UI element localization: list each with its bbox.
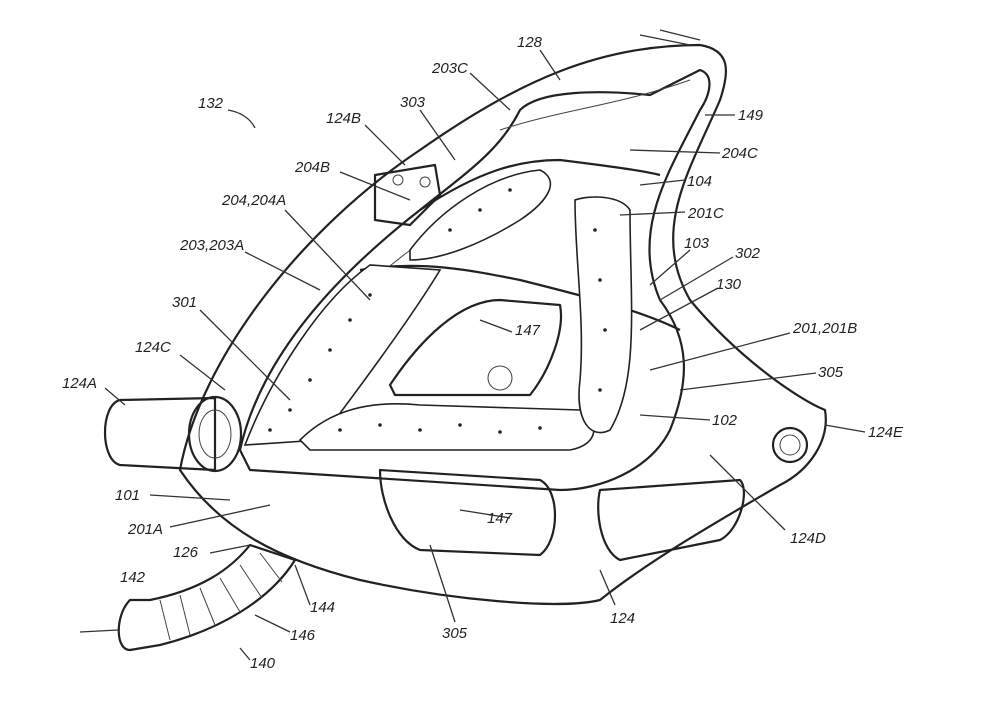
label-142: 142 [120, 569, 146, 586]
label-201-201b: 201,201B [792, 320, 857, 337]
label-130: 130 [716, 276, 742, 293]
label-146: 146 [290, 627, 316, 644]
label-201a: 201A [127, 521, 163, 538]
label-204c: 204C [721, 145, 758, 162]
label-124: 124 [610, 610, 635, 627]
label-128: 128 [517, 34, 543, 51]
label-203-203a: 203,203A [179, 237, 244, 254]
label-101: 101 [115, 487, 140, 504]
reference-labels: 132 128 203C 303 124B 149 204C 204B 104 … [62, 34, 904, 672]
leader-lines [104, 49, 866, 661]
label-201c: 201C [687, 205, 724, 222]
label-104: 104 [687, 173, 712, 190]
label-126: 126 [173, 544, 199, 561]
label-124d: 124D [790, 530, 826, 547]
foam-dots [268, 188, 607, 434]
straps [373, 163, 809, 464]
label-203c: 203C [431, 60, 468, 77]
label-303: 303 [400, 94, 426, 111]
inlet-tube [103, 395, 243, 473]
label-103: 103 [684, 235, 710, 252]
arrows [79, 29, 701, 633]
label-144: 144 [310, 599, 335, 616]
label-147-lower: 147 [487, 510, 513, 527]
label-147-upper: 147 [515, 322, 541, 339]
label-302: 302 [735, 245, 761, 262]
label-140: 140 [250, 655, 276, 672]
label-124b: 124B [326, 110, 361, 127]
label-124c: 124C [135, 339, 171, 356]
label-102: 102 [712, 412, 738, 429]
label-132: 132 [198, 95, 224, 112]
foam-chambers [243, 169, 633, 451]
label-204-204a: 204,204A [221, 192, 286, 209]
label-305-bottom: 305 [442, 625, 468, 642]
windows [378, 298, 745, 562]
hose [117, 543, 297, 652]
label-301: 301 [172, 294, 197, 311]
label-204b: 204B [294, 159, 330, 176]
label-149: 149 [738, 107, 764, 124]
label-124a: 124A [62, 375, 97, 392]
label-305-right: 305 [818, 364, 844, 381]
label-124e: 124E [868, 424, 904, 441]
